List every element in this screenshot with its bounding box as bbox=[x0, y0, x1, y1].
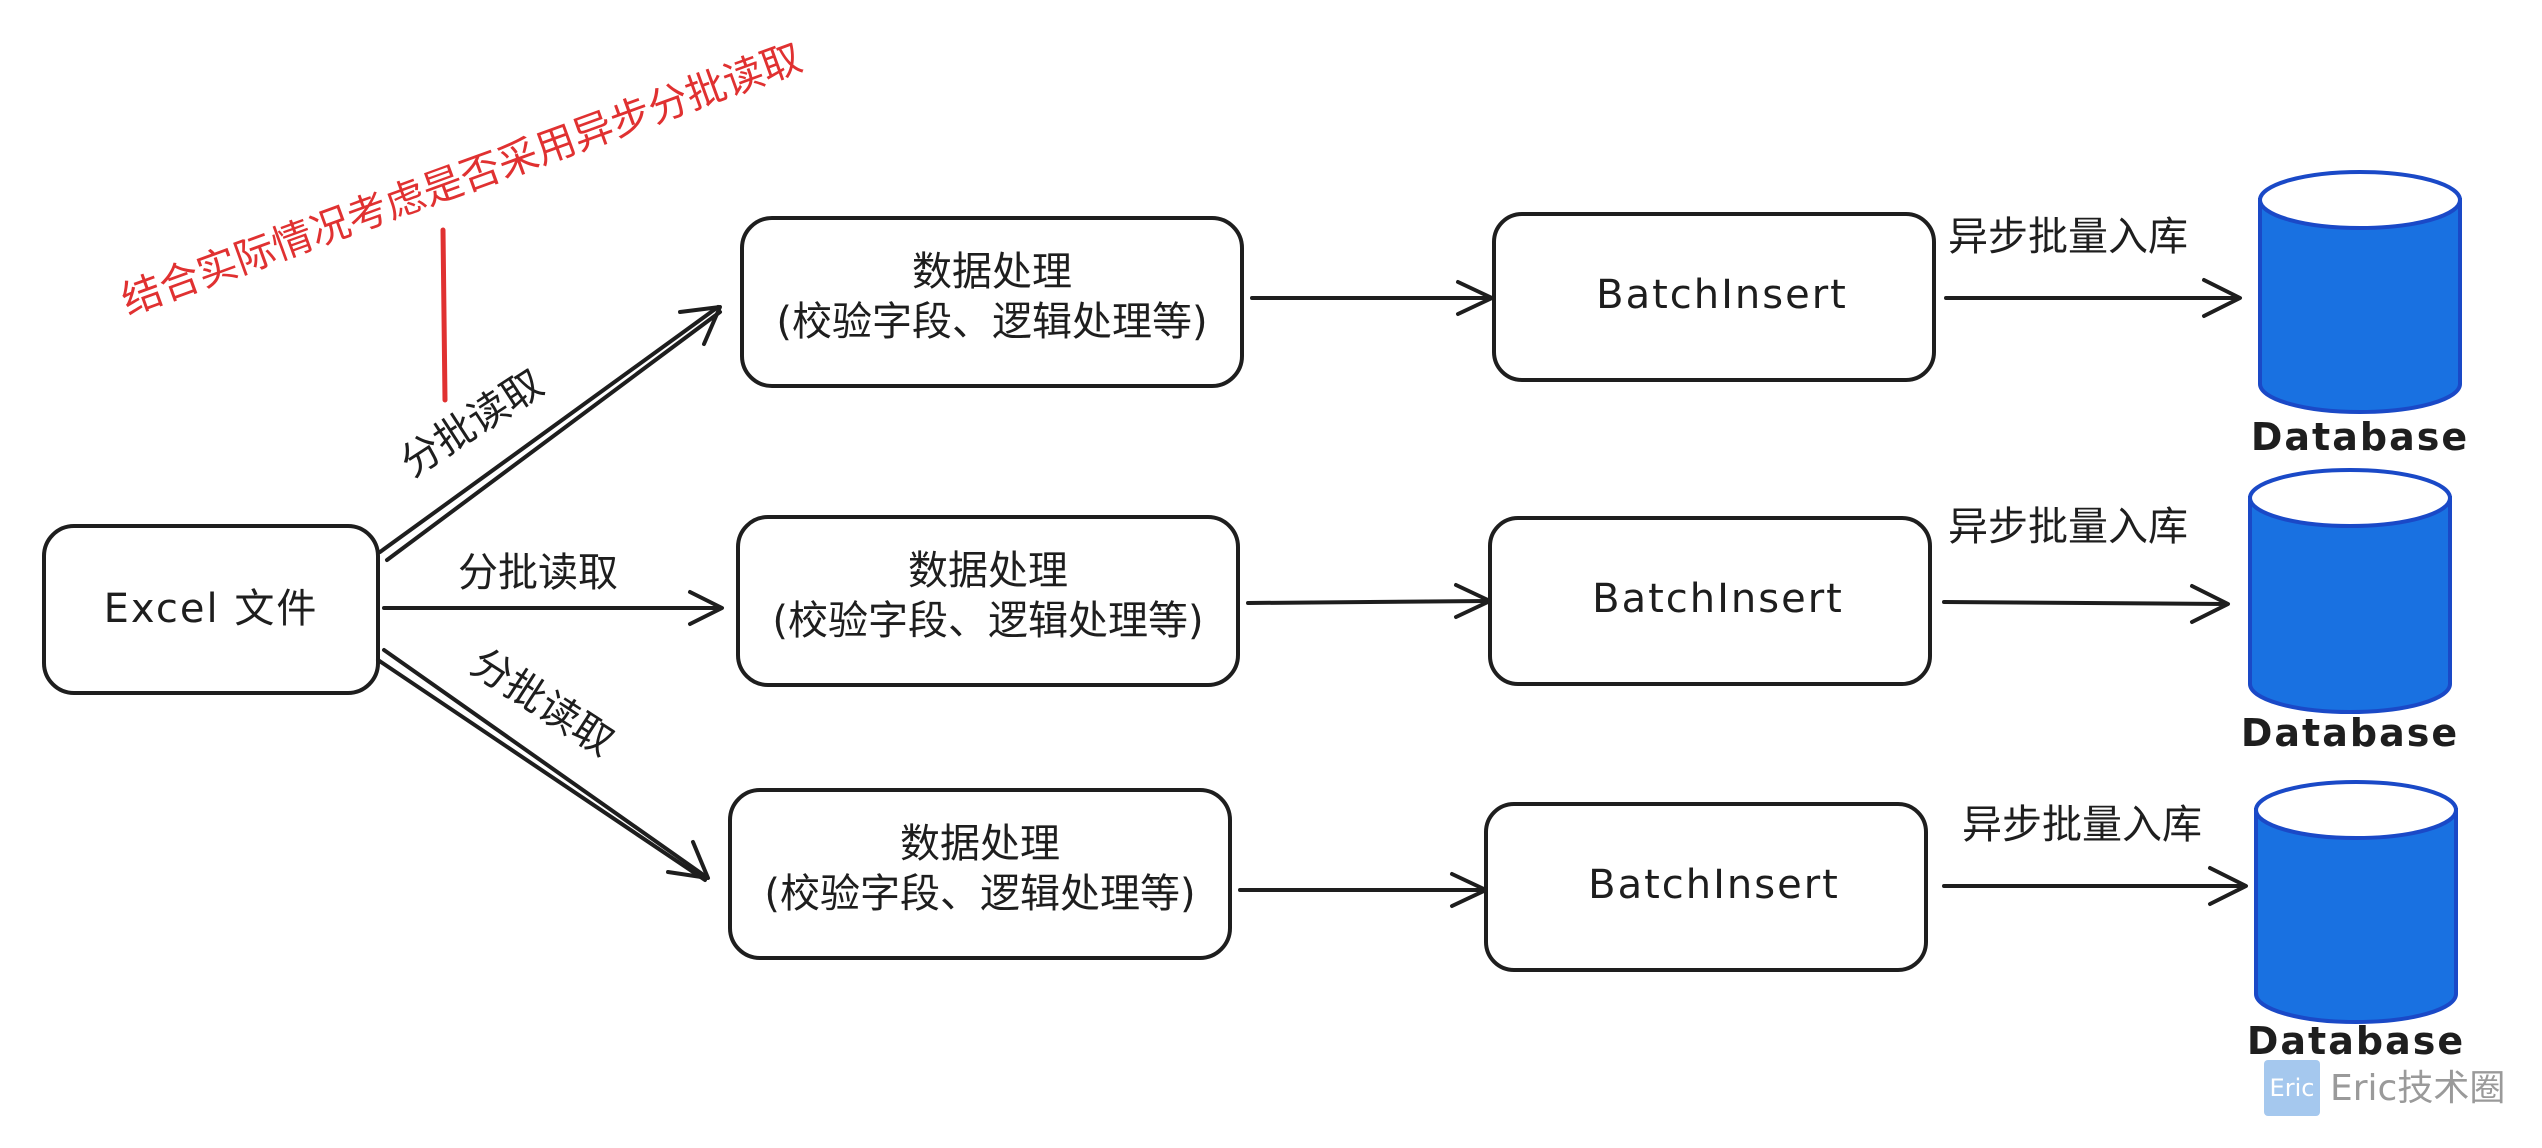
batch-insert-label: BatchInsert bbox=[1596, 272, 1848, 318]
insert-to-db-arrow-3 bbox=[1942, 866, 2248, 906]
database-label: Database bbox=[2251, 415, 2469, 459]
batch-insert-node-3: BatchInsert bbox=[1484, 802, 1928, 972]
watermark: Eric Eric技术圈 bbox=[2264, 1060, 2505, 1116]
insert-to-db-arrow-2 bbox=[1942, 584, 2230, 624]
read-label-bottom: 分批读取 bbox=[463, 640, 622, 766]
annotation-line bbox=[440, 227, 448, 403]
process-title: 数据处理 bbox=[900, 821, 1060, 867]
batch-insert-label: BatchInsert bbox=[1592, 576, 1844, 622]
database-label: Database bbox=[2247, 1019, 2465, 1063]
read-arrow-top bbox=[378, 305, 722, 562]
process-subtitle: (校验字段、逻辑处理等) bbox=[776, 299, 1207, 345]
process-subtitle: (校验字段、逻辑处理等) bbox=[764, 871, 1195, 917]
watermark-logo bbox=[2264, 1060, 2320, 1116]
async-insert-label-1: 异步批量入库 bbox=[1948, 214, 2188, 260]
insert-to-db-arrow-1 bbox=[1944, 278, 2242, 318]
database-2: Database bbox=[2241, 468, 2459, 755]
process-node-2: 数据处理 (校验字段、逻辑处理等) bbox=[736, 515, 1240, 687]
async-insert-label-2: 异步批量入库 bbox=[1948, 504, 2188, 550]
database-1: Database bbox=[2251, 170, 2469, 459]
read-arrow-middle bbox=[382, 590, 724, 626]
process-to-insert-arrow-1 bbox=[1250, 280, 1494, 316]
batch-insert-node-1: BatchInsert bbox=[1492, 212, 1936, 382]
read-label-middle: 分批读取 bbox=[458, 550, 618, 596]
annotation-note: 结合实际情况考虑是否采用异步分批读取 bbox=[116, 35, 808, 324]
async-insert-label-3: 异步批量入库 bbox=[1962, 802, 2202, 848]
excel-file-node: Excel 文件 bbox=[42, 524, 380, 695]
excel-file-label: Excel 文件 bbox=[104, 586, 319, 632]
process-node-3: 数据处理 (校验字段、逻辑处理等) bbox=[728, 788, 1232, 960]
process-to-insert-arrow-2 bbox=[1246, 583, 1492, 619]
watermark-text: Eric技术圈 bbox=[2330, 1068, 2505, 1109]
read-arrow-bottom bbox=[376, 648, 710, 882]
batch-insert-label: BatchInsert bbox=[1588, 862, 1840, 908]
read-label-top: 分批读取 bbox=[392, 361, 551, 487]
process-to-insert-arrow-3 bbox=[1238, 872, 1488, 908]
process-title: 数据处理 bbox=[908, 548, 1068, 594]
database-3: Database bbox=[2247, 780, 2465, 1063]
watermark-badge: Eric bbox=[2270, 1074, 2315, 1102]
process-title: 数据处理 bbox=[912, 249, 1072, 295]
batch-insert-node-2: BatchInsert bbox=[1488, 516, 1932, 686]
database-label: Database bbox=[2241, 711, 2459, 755]
process-subtitle: (校验字段、逻辑处理等) bbox=[772, 598, 1203, 644]
process-node-1: 数据处理 (校验字段、逻辑处理等) bbox=[740, 216, 1244, 388]
